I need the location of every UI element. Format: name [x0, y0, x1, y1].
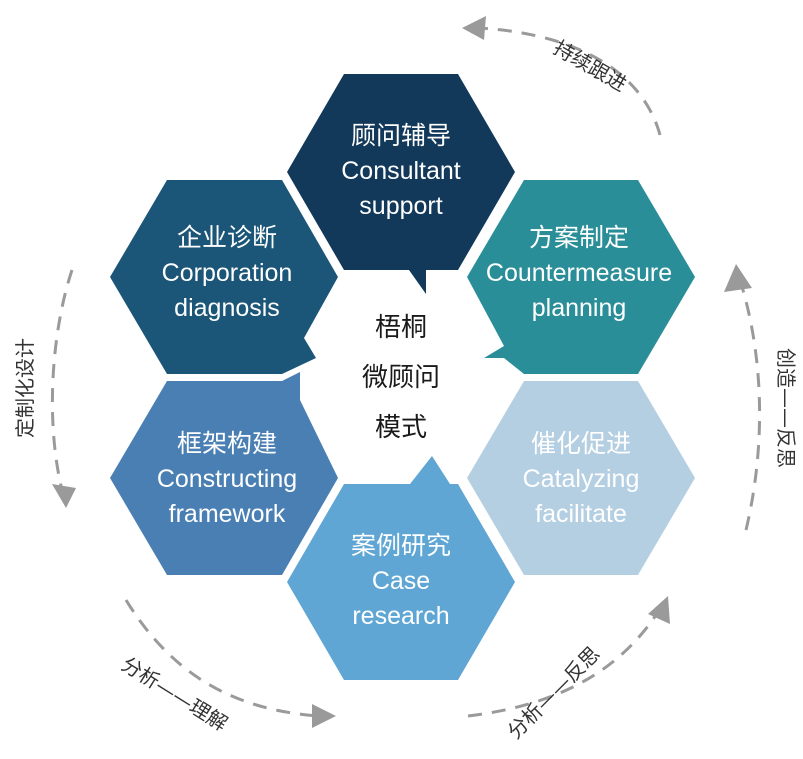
label-left: 定制化设计 [13, 338, 37, 438]
arc-left [50, 269, 74, 491]
hex-corporation: 企业诊断 Corporation diagnosis [110, 180, 338, 374]
hex-case-zh: 案例研究 [351, 532, 451, 560]
hex-consultant-zh: 顾问辅导 [351, 122, 451, 150]
hex-case-shape [287, 456, 515, 680]
arc-bottom-left [124, 599, 319, 718]
hex-catalyzing: 催化促进 Catalyzing facilitate [467, 381, 695, 575]
hex-consultant-en-2: support [359, 192, 442, 220]
label-right: 创造——反思 [774, 348, 798, 468]
center-label: 梧桐 微顾问 模式 [362, 313, 440, 443]
hex-framework-zh: 框架构建 [177, 430, 277, 458]
hex-framework-shape [110, 372, 338, 575]
arrowhead-left [52, 484, 76, 508]
center-line-1: 梧桐 [375, 313, 427, 343]
label-top-right: 持续跟进 [550, 36, 631, 97]
cycle-arrows [50, 16, 762, 728]
hex-framework-en-2: framework [169, 500, 286, 528]
hex-corporation-en-2: diagnosis [174, 294, 280, 322]
hex-case-en-1: Case [372, 567, 430, 595]
label-bottom-left: 分析——理解 [117, 652, 231, 736]
hex-catalyzing-zh: 催化促进 [531, 430, 631, 458]
hex-catalyzing-en-1: Catalyzing [523, 465, 640, 493]
hex-consultant-en-1: Consultant [341, 157, 461, 185]
hex-corporation-zh: 企业诊断 [177, 224, 277, 252]
hexagon-ring: 顾问辅导 Consultant support 方案制定 Countermeas… [110, 74, 695, 680]
arrowhead-bottom-right [648, 596, 670, 624]
center-line-2: 微顾问 [362, 363, 440, 393]
label-bottom-right: 分析——反思 [503, 642, 605, 744]
arrowhead-bottom-left [312, 704, 336, 728]
hex-case: 案例研究 Case research [287, 456, 515, 680]
hex-countermeasure: 方案制定 Countermeasure planning [467, 180, 695, 374]
arc-bottom-right [467, 611, 660, 718]
hex-consultant-shape [287, 74, 515, 294]
hex-countermeasure-en-2: planning [532, 294, 627, 322]
arrowhead-right [724, 264, 752, 292]
hex-catalyzing-shape [467, 381, 695, 575]
hex-framework-en-1: Constructing [157, 465, 297, 493]
hex-countermeasure-zh: 方案制定 [529, 224, 629, 252]
arrowhead-top-right [462, 16, 486, 40]
hex-countermeasure-en-1: Countermeasure [486, 259, 672, 287]
center-line-3: 模式 [375, 413, 427, 443]
arc-right [738, 279, 762, 531]
hex-framework: 框架构建 Constructing framework [110, 372, 338, 575]
hex-countermeasure-shape [467, 180, 695, 374]
hex-corporation-en-1: Corporation [162, 259, 293, 287]
hex-corporation-shape [110, 180, 338, 374]
hex-consultant: 顾问辅导 Consultant support [287, 74, 515, 294]
hex-case-en-2: research [352, 602, 449, 630]
hex-catalyzing-en-2: facilitate [535, 500, 627, 528]
